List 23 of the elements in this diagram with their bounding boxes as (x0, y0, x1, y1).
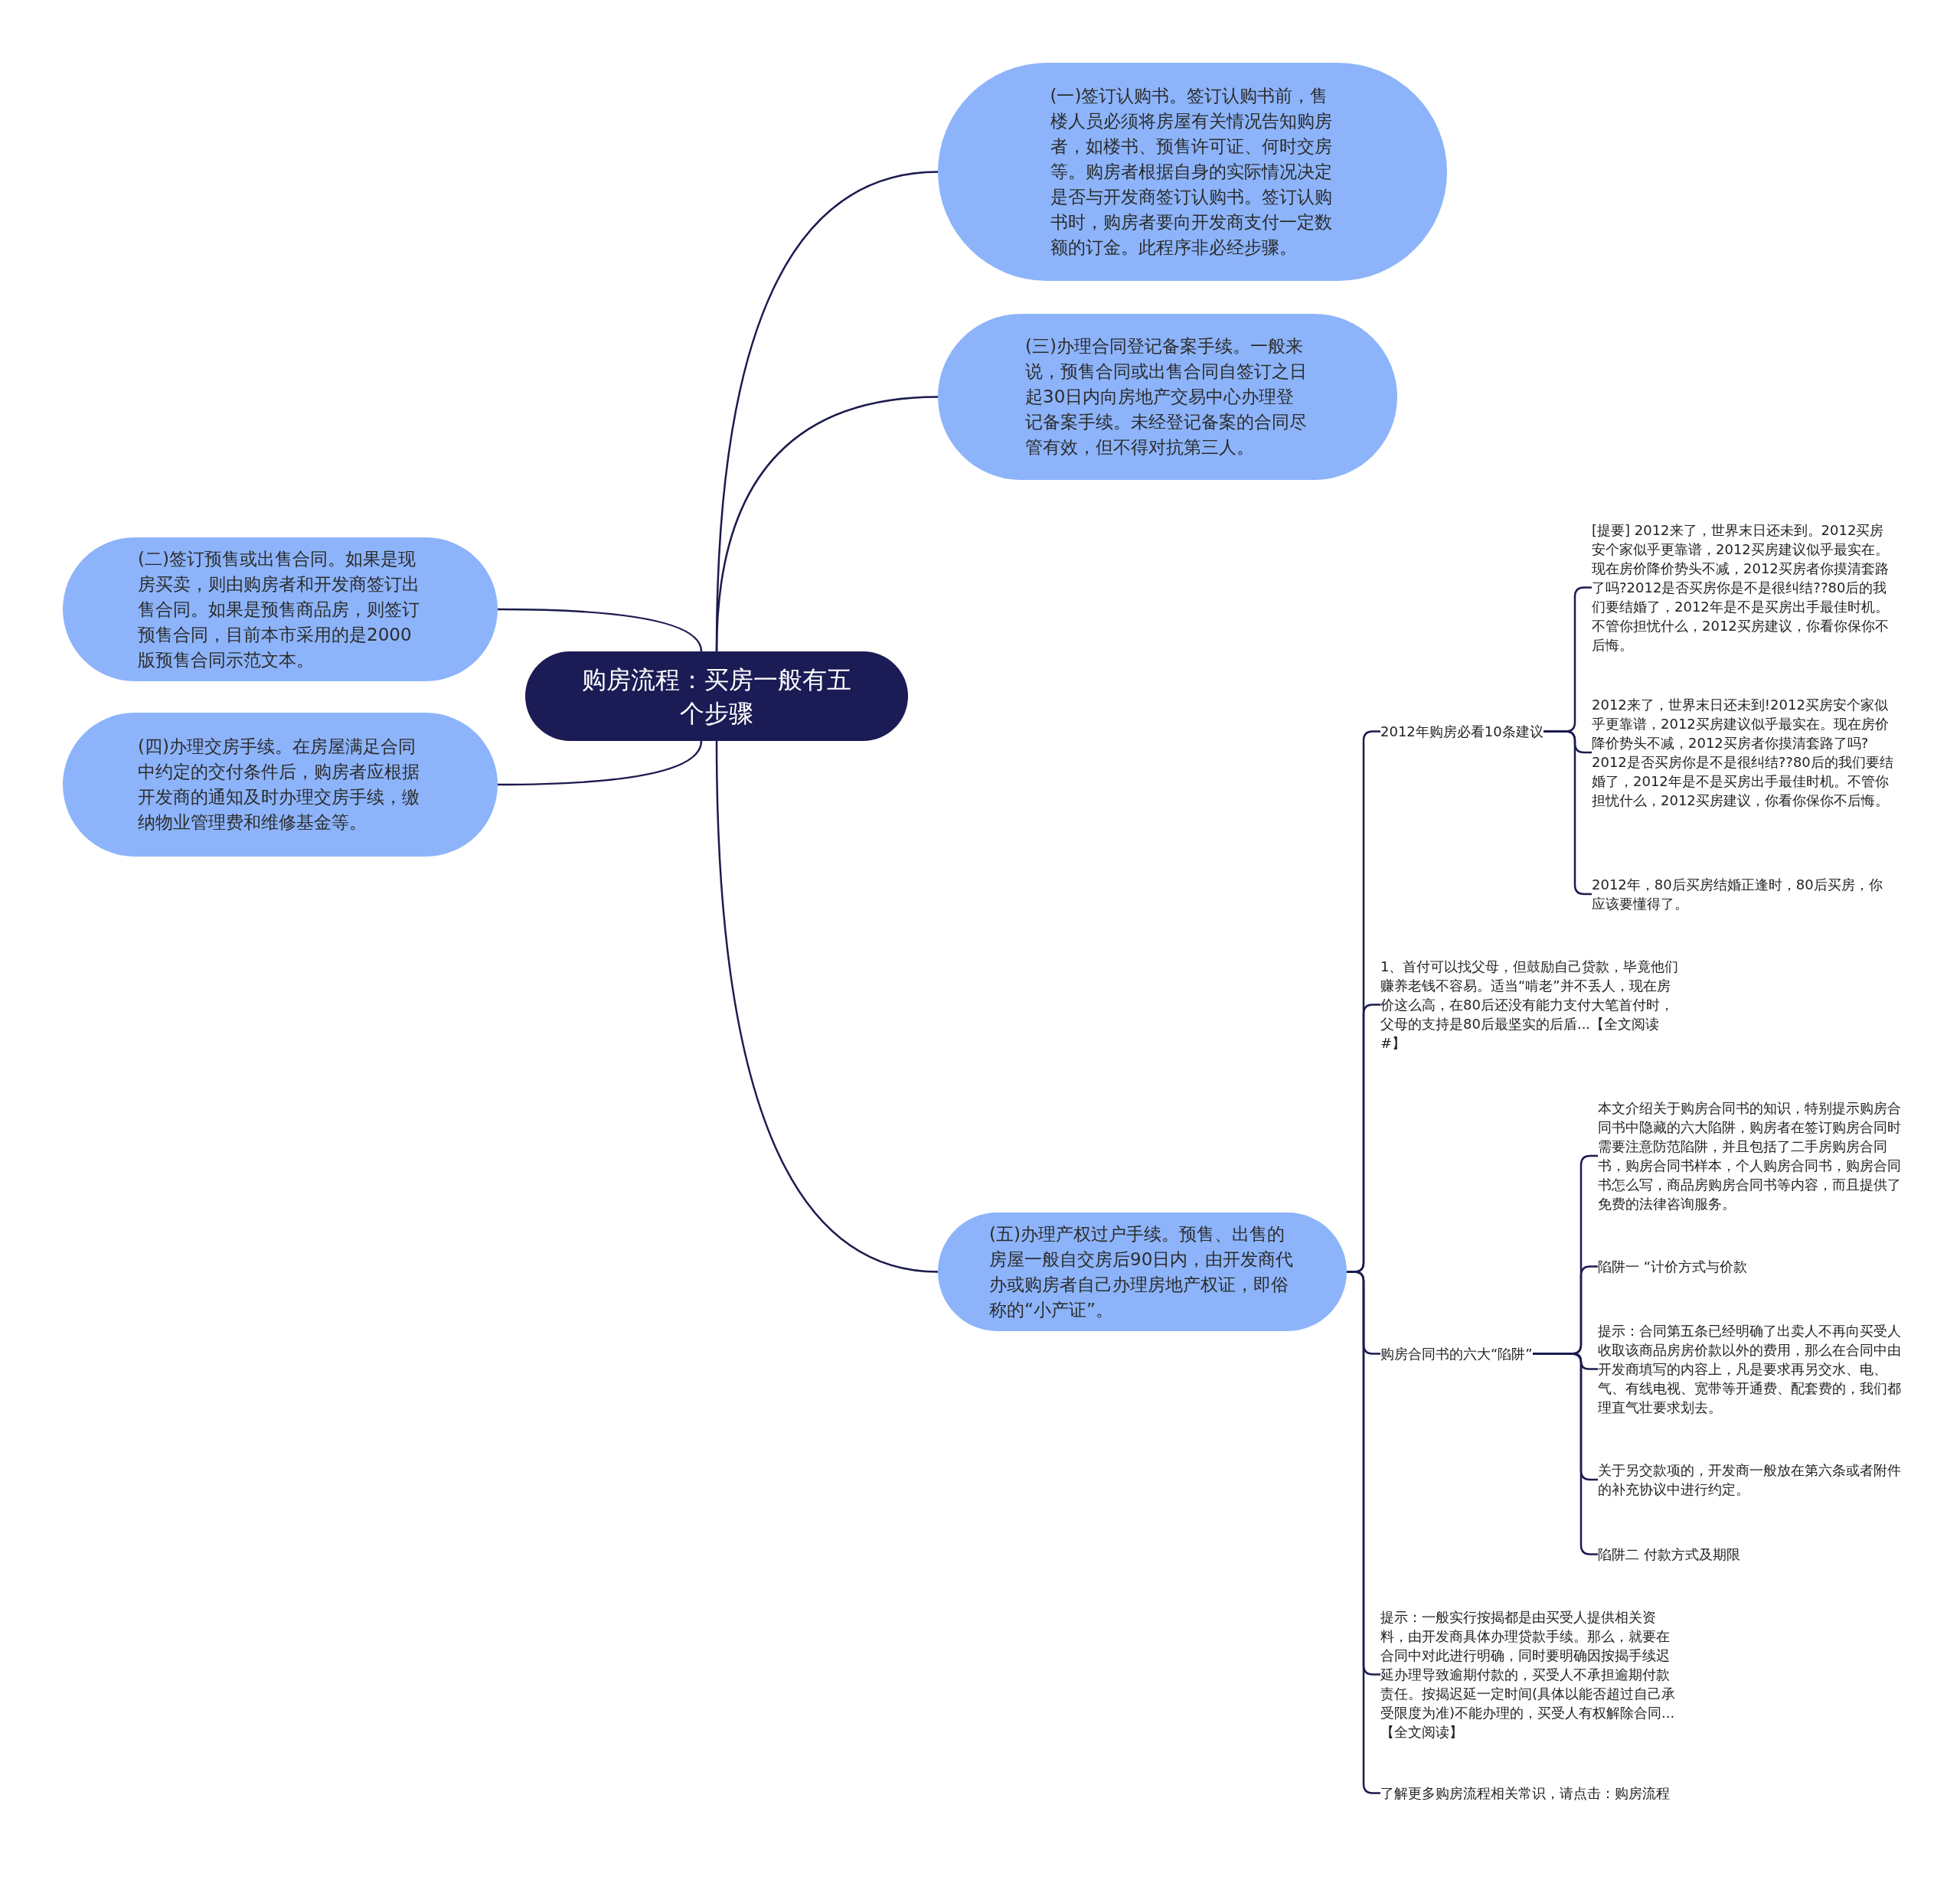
branch-text: 陷阱二 付款方式及期限 (1598, 1545, 1740, 1564)
branch-text: 了解更多购房流程相关常识，请点击：购房流程 (1380, 1784, 1683, 1803)
branch-text: 关于另交款项的，开发商一般放在第六条或者附件的补充协议中进行约定。 (1598, 1461, 1904, 1499)
connector-line (498, 740, 703, 786)
connector-line (498, 608, 703, 652)
topic-text: (一)签订认购书。签订认购书前，售楼人员必须将房屋有关情况告知购房者，如楼书、预售许可证、何时交房等。购房者根据自身的实际情况决定是否与开发商签订认购书。签订认购书时，购房者要向开发商支付一定数额的订金。此程序非必经步骤。 (1050, 85, 1333, 259)
branch-text: [提要] 2012来了，世界末日还未到。2012买房安个家似乎更靠谱，2012买房建议似乎最实在。现在房价降价势头不减，2012买房者你摸清套路了吗?2012是否买房你是不是很纠结??80后的我们要结婚了，2012年是不是买房出手最佳时机。不管你担忧什么，2012买房建议，你看你保你不后悔。 (1592, 521, 1894, 654)
branch-text: 购房合同书的六大“陷阱” (1380, 1344, 1533, 1363)
connector-line (715, 740, 939, 1273)
branch-text: 2012年购房必看10条建议 (1380, 722, 1544, 741)
central-topic-text: 购房流程：买房一般有五个步骤 (581, 664, 852, 729)
branch-text: 本文介绍关于购房合同书的知识，特别提示购房合同书中隐藏的六大陷阱，购房者在签订购房合同时需要注意防范陷阱，并且包括了二手房购房合同书，购房合同书样本，个人购房合同书，购房合同书怎么写，商品房购房合同书等内容，而且提供了免费的法律咨询服务。 (1598, 1098, 1904, 1213)
branch-text: 提示：合同第五条已经明确了出卖人不再向买受人收取该商品房房价款以外的费用，那么在合同中由开发商填写的内容上，凡是要求再另交水、电、气、有线电视、宽带等开通费、配套费的，我们都理直气壮要求划去。 (1598, 1321, 1904, 1417)
branch-text: 陷阱一 “计价方式与价款 (1598, 1257, 1748, 1276)
branch-text: 提示：一般实行按揭都是由买受人提供相关资料，由开发商具体办理贷款手续。那么，就要在合同中对此进行明确，同时要明确因按揭手续迟延办理导致逾期付款的，买受人不承担逾期付款责任。按揭迟延一定时间(具体以能否超过自己承受限度为准)不能办理的，买受人有权解除合同...【全文阅读】 (1380, 1607, 1683, 1741)
branch-text: 2012来了，世界末日还未到!2012买房安个家似乎更靠谱，2012买房建议似乎最实在。现在房价降价势头不减，2012买房者你摸清套路了吗?2012是否买房你是不是很纠结??80后的我们要结婚了，2012年是不是买房出手最佳时机。不管你担忧什么，2012买房建议，你看你保你不后悔。 (1592, 695, 1898, 810)
connector-line (715, 396, 939, 652)
branch-text: 1、首付可以找父母，但鼓励自己贷款，毕竟他们赚养老钱不容易。适当“啃老”并不丢人，现在房价这么高，在80后还没有能力支付大笔首付时，父母的支持是80后最坚实的后盾...【全文阅读#】 (1380, 957, 1683, 1053)
topic-text: (五)办理产权过户手续。预售、出售的房屋一般自交房后90日内，由开发商代办或购房者自己办理房地产权证，即俗称的“小产证”。 (989, 1222, 1295, 1321)
topic-text: (二)签订预售或出售合同。如果是现房买卖，则由购房者和开发商签订出售合同。如果是预售商品房，则签订预售合同，目前本市采用的是2000 版预售合同示范文本。 (138, 547, 420, 671)
branch-text: 2012年，80后买房结婚正逢时，80后买房，你应该要懂得了。 (1592, 875, 1894, 913)
topic-text: (三)办理合同登记备案手续。一般来说，预售合同或出售合同自签订之日起30日内向房地产交易中心办理登记备案手续。未经登记备案的合同尽管有效，但不得对抗第三人。 (1025, 335, 1308, 459)
topic-text: (四)办理交房手续。在房屋满足合同中约定的交付条件后，购房者应根据开发商的通知及时办理交房手续，缴纳物业管理费和维修基金等。 (138, 736, 420, 834)
